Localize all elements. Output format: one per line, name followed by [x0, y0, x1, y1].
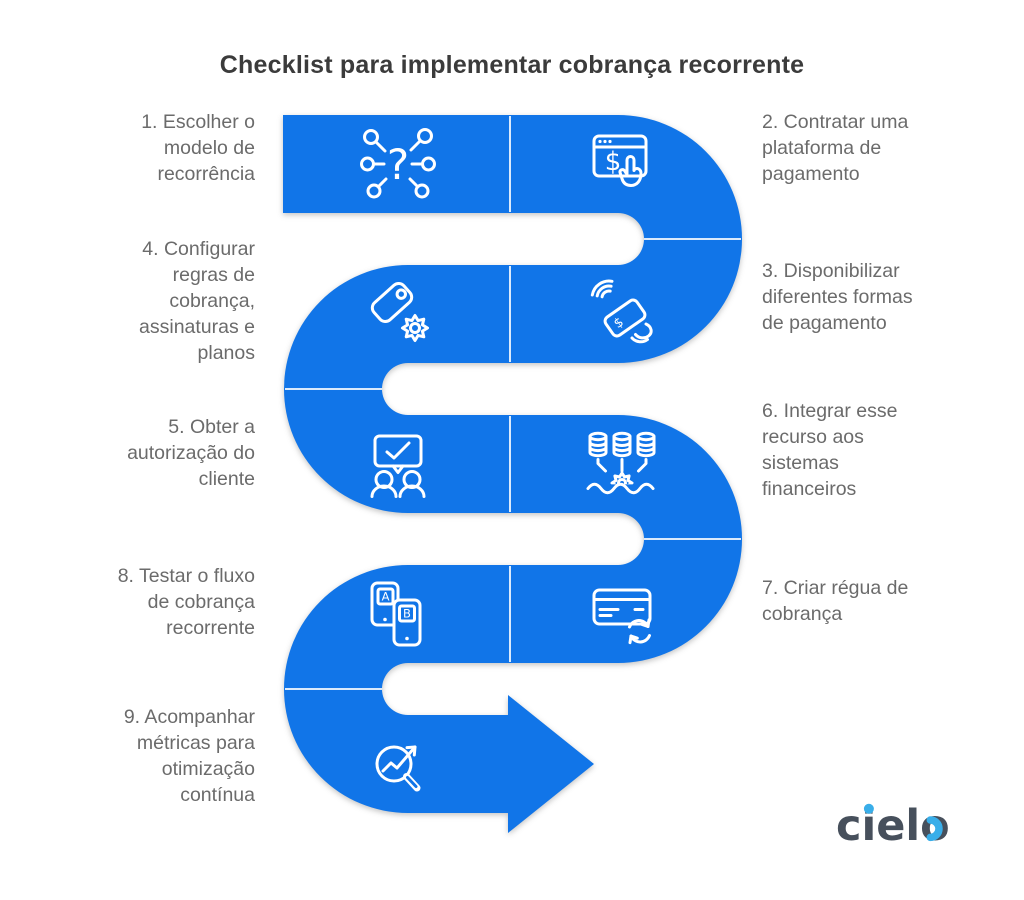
step-3-label: 3. Disponibilizar diferentes formas de p… [762, 260, 913, 334]
metrics-magnifier-icon [375, 745, 421, 792]
step-5-label: 5. Obter a autorização do cliente [127, 416, 255, 490]
page-title: Checklist para implementar cobrança reco… [219, 51, 805, 79]
card-recurring-payment-icon [592, 588, 652, 645]
svg-text:A: A [382, 589, 390, 603]
snake-flow-path-with-arrow [283, 115, 742, 833]
step-6-label: 6. Integrar esse recurso aos sistemas fi… [762, 400, 898, 500]
decision-network-icon: ? [360, 128, 436, 199]
svg-text:B: B [403, 606, 411, 620]
cielo-logo: cielo [836, 801, 950, 851]
payment-platform-click-icon: $ [592, 134, 648, 187]
price-tag-gear-icon [370, 281, 429, 342]
segment-dividers [285, 116, 741, 690]
customer-approval-icon [370, 434, 426, 498]
cielo-logo-text: cielo [836, 801, 950, 851]
step-7-label: 7. Criar régua de cobrança [762, 577, 909, 625]
data-integration-gear-icon [586, 431, 656, 495]
step-2-label: 2. Contratar uma plataforma de pagamento [762, 111, 909, 185]
ab-test-phones-icon: A B [370, 581, 422, 647]
step-8-label: 8. Testar o fluxo de cobrança recorrente [117, 565, 255, 639]
svg-text:$: $ [605, 147, 622, 177]
step-1-label: 1. Escolher o modelo de recorrência [141, 111, 255, 185]
svg-text:?: ? [387, 140, 409, 189]
cielo-logo-o-arc [926, 816, 943, 842]
cielo-logo-i-dot [863, 803, 874, 814]
step-9-label: 9. Acompanhar métricas para otimização c… [123, 706, 255, 806]
step-4-label: 4. Configurar regras de cobrança, assina… [139, 238, 255, 364]
